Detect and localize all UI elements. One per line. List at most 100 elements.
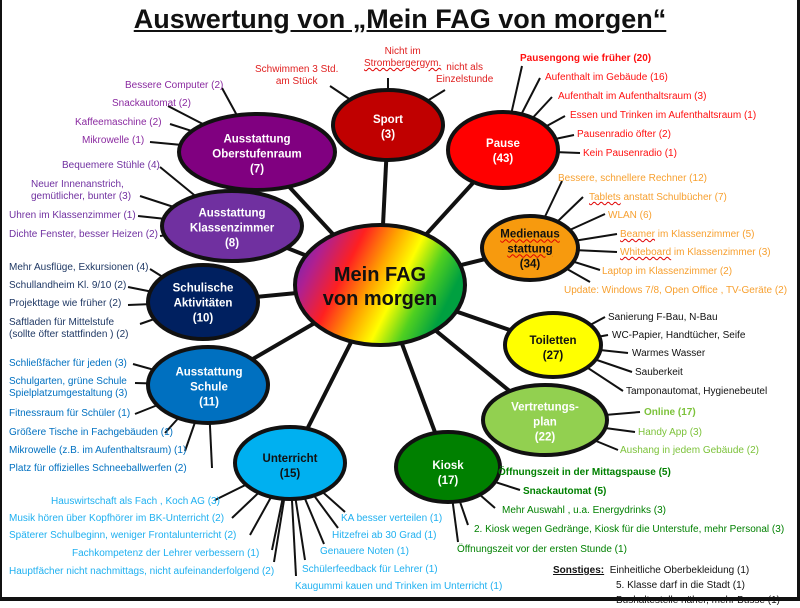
node-title: Pause [486, 138, 520, 150]
leaf-item: Größere Tische in Fachgebäuden (1) [9, 427, 173, 438]
leaf-text: im Klassenzimmer (5) [655, 229, 755, 240]
leaf-item: Whiteboard im Klassenzimmer (3) [620, 247, 771, 259]
leaf-item: Tamponautomat, Hygienebeutel [626, 386, 768, 397]
leaf-text: Spielplatzumgestaltung (3) [9, 388, 128, 399]
leaf-item: Projekttage wie früher (2) [9, 298, 122, 309]
ellipse-schule [146, 345, 270, 425]
node-title: Vertretungs- [511, 401, 579, 414]
node-title: Kiosk [432, 460, 464, 472]
node-kiosk: Kiosk(17) [432, 459, 463, 489]
ellipse-aktivitaeten [146, 263, 260, 341]
leaf-item: Kaugummi kauen und Trinken im Unterricht… [295, 581, 503, 592]
node-unterricht: Unterricht (15) [263, 452, 318, 482]
leaf-item: Öffnungszeit in der Mittagspause (5) [498, 467, 671, 478]
leaf-item: Öffnungszeit vor der ersten Stunde (1) [457, 544, 627, 555]
leaf-text: (sollte öfter stattfinden ) (2) [9, 329, 129, 340]
leaf-text: Whiteboard [620, 247, 672, 258]
leaf-item: Dichte Fenster, besser Heizen (2) [9, 229, 158, 240]
leaf-item: Schwimmen 3 Std.am Stück [255, 64, 338, 88]
leaf-text: am Stück [275, 76, 318, 87]
leaf-text: Beamer [620, 229, 656, 240]
leaf-item: Mehr Ausflüge, Exkursionen (4) [9, 262, 149, 273]
ellipse-center [293, 223, 467, 347]
node-title: Sport [372, 114, 404, 126]
leaf-item: Neuer Innenanstrich,gemütlicher, bunter … [31, 179, 131, 203]
leaf-item: Bequemere Stühle (4) [62, 160, 160, 171]
leaf-item: Schließfächer für jeden (3) [9, 358, 127, 369]
leaf-item: Bessere, schnellere Rechner (12) [558, 173, 707, 184]
node-title-2: stattung [507, 243, 553, 256]
ellipse-kiosk [394, 430, 502, 504]
center-line1: Mein FAG [333, 264, 427, 286]
ellipse-klassenzimmer [160, 189, 304, 263]
node-title-2: Oberstufenraum [212, 148, 302, 161]
node-count: (7) [249, 163, 265, 176]
leaf-text: im Klassenzimmer (3) [671, 247, 771, 258]
node-count: (15) [279, 468, 301, 480]
node-title: Ausstattung [198, 207, 266, 220]
leaf-item: Musik hören über Kopfhörer im BK-Unterri… [9, 513, 225, 524]
leaf-item: Platz für offizielles Schneeballwerfen (… [9, 463, 187, 474]
leaf-item: Mikrowelle (z.B. im Aufenthaltsraum) (1) [9, 445, 187, 456]
sonstiges-item: 5. Klasse darf in die Stadt (1) [616, 580, 745, 591]
node-count: (11) [199, 396, 219, 409]
node-count: (27) [542, 350, 564, 362]
leaf-item: Sauberkeit [635, 367, 683, 378]
sonstiges-label: Sonstiges: [553, 565, 605, 576]
leaf-item: Hauswirtschaft als Fach , Koch AG (3) [51, 496, 220, 507]
node-count: (22) [534, 431, 556, 444]
leaf-item: KA besser verteilen (1) [341, 513, 443, 524]
node-title-2: Aktivitäten [173, 297, 233, 310]
node-pause: Pause (43) [486, 137, 520, 167]
ellipse-sport [331, 88, 445, 162]
ellipse-toiletten [503, 311, 603, 379]
node-sport: Sport(3) [373, 113, 403, 143]
node-title: Toiletten [529, 335, 577, 347]
leaf-item: Online (17) [644, 407, 696, 418]
leaf-item: Snackautomat (2) [112, 98, 191, 109]
leaf-item: Handy App (3) [638, 427, 702, 438]
leaf-text: Strombergergym. [364, 58, 442, 69]
leaf-item: Fitnessraum für Schüler (1) [9, 408, 131, 419]
leaf-item: Saftladen für Mittelstufe(sollte öfter s… [9, 317, 129, 341]
leaf-item: Pausenradio öfter (2) [577, 129, 671, 140]
leaf-item: Laptop im Klassenzimmer (2) [602, 266, 733, 277]
ellipse-pause [446, 110, 560, 190]
ellipse-unterricht [233, 425, 347, 501]
leaf-text: gemütlicher, bunter (3) [31, 191, 132, 202]
leaf-text: Neuer Innenanstrich, [31, 179, 124, 190]
leaf-item: Warmes Wasser [632, 348, 706, 359]
leaf-item: Aushang in jedem Gebäude (2) [620, 445, 759, 456]
leaf-text: anstatt Schulbücher (7) [620, 192, 727, 203]
leaf-text: Tablets [589, 192, 621, 203]
leaf-item: Sanierung F-Bau, N-Bau [608, 312, 718, 323]
node-count: (10) [192, 312, 214, 325]
node-title: Unterricht [262, 453, 318, 465]
leaf-text: Nicht im [384, 46, 421, 57]
leaf-item: Essen und Trinken im Aufenthaltsraum (1) [570, 110, 757, 121]
leaf-item: Schullandheim Kl. 9/10 (2) [9, 280, 127, 291]
node-title: Ausstattung [175, 366, 243, 379]
leaf-item: Mehr Auswahl , u.a. Energydrinks (3) [502, 505, 666, 516]
leaf-item: Kaffeemaschine (2) [75, 117, 162, 128]
leaf-item: WLAN (6) [608, 210, 652, 221]
node-count: (43) [492, 153, 514, 165]
ellipse-medien [480, 214, 580, 282]
leaf-text: Einzelstunde [436, 74, 494, 85]
leaf-item: Snackautomat (5) [523, 486, 607, 497]
leaf-item: Pausengong wie früher (20) [520, 53, 652, 64]
sonstiges-section: Sonstiges: Einheitliche Oberbekleidung (… [553, 563, 780, 608]
leaf-item: Genauere Noten (1) [320, 546, 409, 557]
node-title-2: Klassenzimmer [189, 222, 275, 235]
node-title-2: plan [533, 416, 557, 429]
ellipse-oberstufe [177, 112, 337, 192]
leaf-item: Aufenthalt im Aufenthaltsraum (3) [558, 91, 707, 102]
